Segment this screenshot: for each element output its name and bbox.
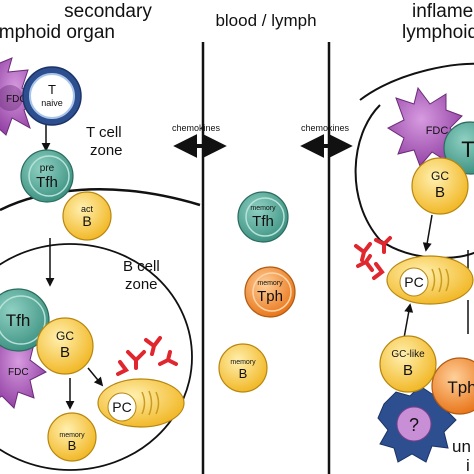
gc-like-b-line1: GC-like (391, 349, 425, 360)
tph-cell-right: Tph (431, 357, 474, 415)
right-title-line2: lymphoid (402, 22, 474, 43)
pre-tfh-line1: pre (40, 163, 55, 174)
memory-tph-line1: memory (257, 280, 283, 287)
middle-title: blood / lymph (215, 11, 316, 30)
act-b-line1: act (81, 204, 94, 214)
b-zone-label-line2: zone (125, 276, 158, 293)
tfh-cell-gc: Tfh (0, 288, 50, 352)
arrow-gcb-to-pc-right (422, 214, 433, 252)
gc-b-cell-right: GC B (411, 157, 469, 215)
arrow-gclike-to-pc (403, 303, 414, 339)
memory-tph-line2: Tph (257, 288, 283, 305)
gc-b-right-line2: B (435, 184, 445, 201)
tph-right-label: Tph (447, 378, 474, 397)
memory-b-left-line2: B (68, 438, 77, 453)
fdc-top: FDC (0, 57, 41, 136)
memory-b-left-line1: memory (59, 432, 85, 439)
t-naive-cell: T naive (22, 66, 82, 126)
fdc-gc-label: FDC (8, 367, 29, 378)
memory-tfh-line1: memory (250, 205, 276, 212)
ectopic-outer-arc (359, 62, 474, 101)
act-b-line2: B (82, 213, 91, 229)
t-zone-label-line1: T cell (86, 124, 122, 141)
gc-b-cell: GC B (36, 317, 94, 375)
arrow-gcb-to-pc (87, 367, 104, 387)
t-zone-label-line2: zone (90, 142, 123, 159)
gc-b-line1: GC (56, 329, 74, 343)
pc-cell-left: PC (97, 378, 185, 428)
pre-tfh-line2: Tfh (36, 174, 58, 191)
fdc-top-label: FDC (6, 94, 27, 105)
tfh-label: Tfh (6, 311, 31, 330)
pc-cell-right: PC (386, 255, 474, 305)
act-b-cell: act B (62, 191, 112, 241)
chemokines-label-left: chemokines (172, 123, 221, 133)
left-title-line1: secondary (64, 1, 152, 22)
memory-b-cell-middle: memory B (218, 343, 268, 393)
antibodies-left (116, 336, 178, 376)
pre-tfh-cell: pre Tfh (20, 149, 74, 203)
pc-right-label: PC (404, 274, 423, 290)
unknown-cell: ? (377, 385, 457, 463)
gc-like-b-line2: B (403, 362, 413, 379)
memory-b-cell-left: memory B (47, 412, 97, 462)
right-title-line1: inflamed (412, 1, 474, 22)
gc-like-b-cell: GC-like B (379, 335, 437, 393)
right-bottom-line2: i (466, 456, 470, 474)
right-bottom-line1: un (452, 437, 471, 456)
b-zone-label-line1: B cell (123, 258, 160, 275)
t-naive-line1: T (48, 82, 56, 97)
t-cell-right-label: T (461, 137, 474, 162)
memory-b-middle-line1: memory (230, 359, 256, 366)
memory-tph-cell: memory Tph (244, 266, 296, 318)
left-title-line2: lymphoid organ (0, 22, 115, 43)
antibodies-right (354, 236, 392, 280)
unknown-cell-label: ? (409, 415, 419, 435)
fdc-right-label: FDC (426, 125, 449, 137)
memory-b-middle-line2: B (239, 366, 248, 381)
t-naive-line2: naive (41, 98, 63, 108)
chemokines-label-right: chemokines (301, 123, 350, 133)
memory-tfh-cell: memory Tfh (237, 191, 289, 243)
follicle-boundary (0, 188, 201, 212)
memory-tfh-line2: Tfh (252, 213, 274, 230)
gc-b-right-line1: GC (431, 169, 449, 183)
pc-left-label: PC (112, 399, 131, 415)
germinal-center (0, 243, 193, 471)
gc-b-line2: B (60, 344, 70, 361)
